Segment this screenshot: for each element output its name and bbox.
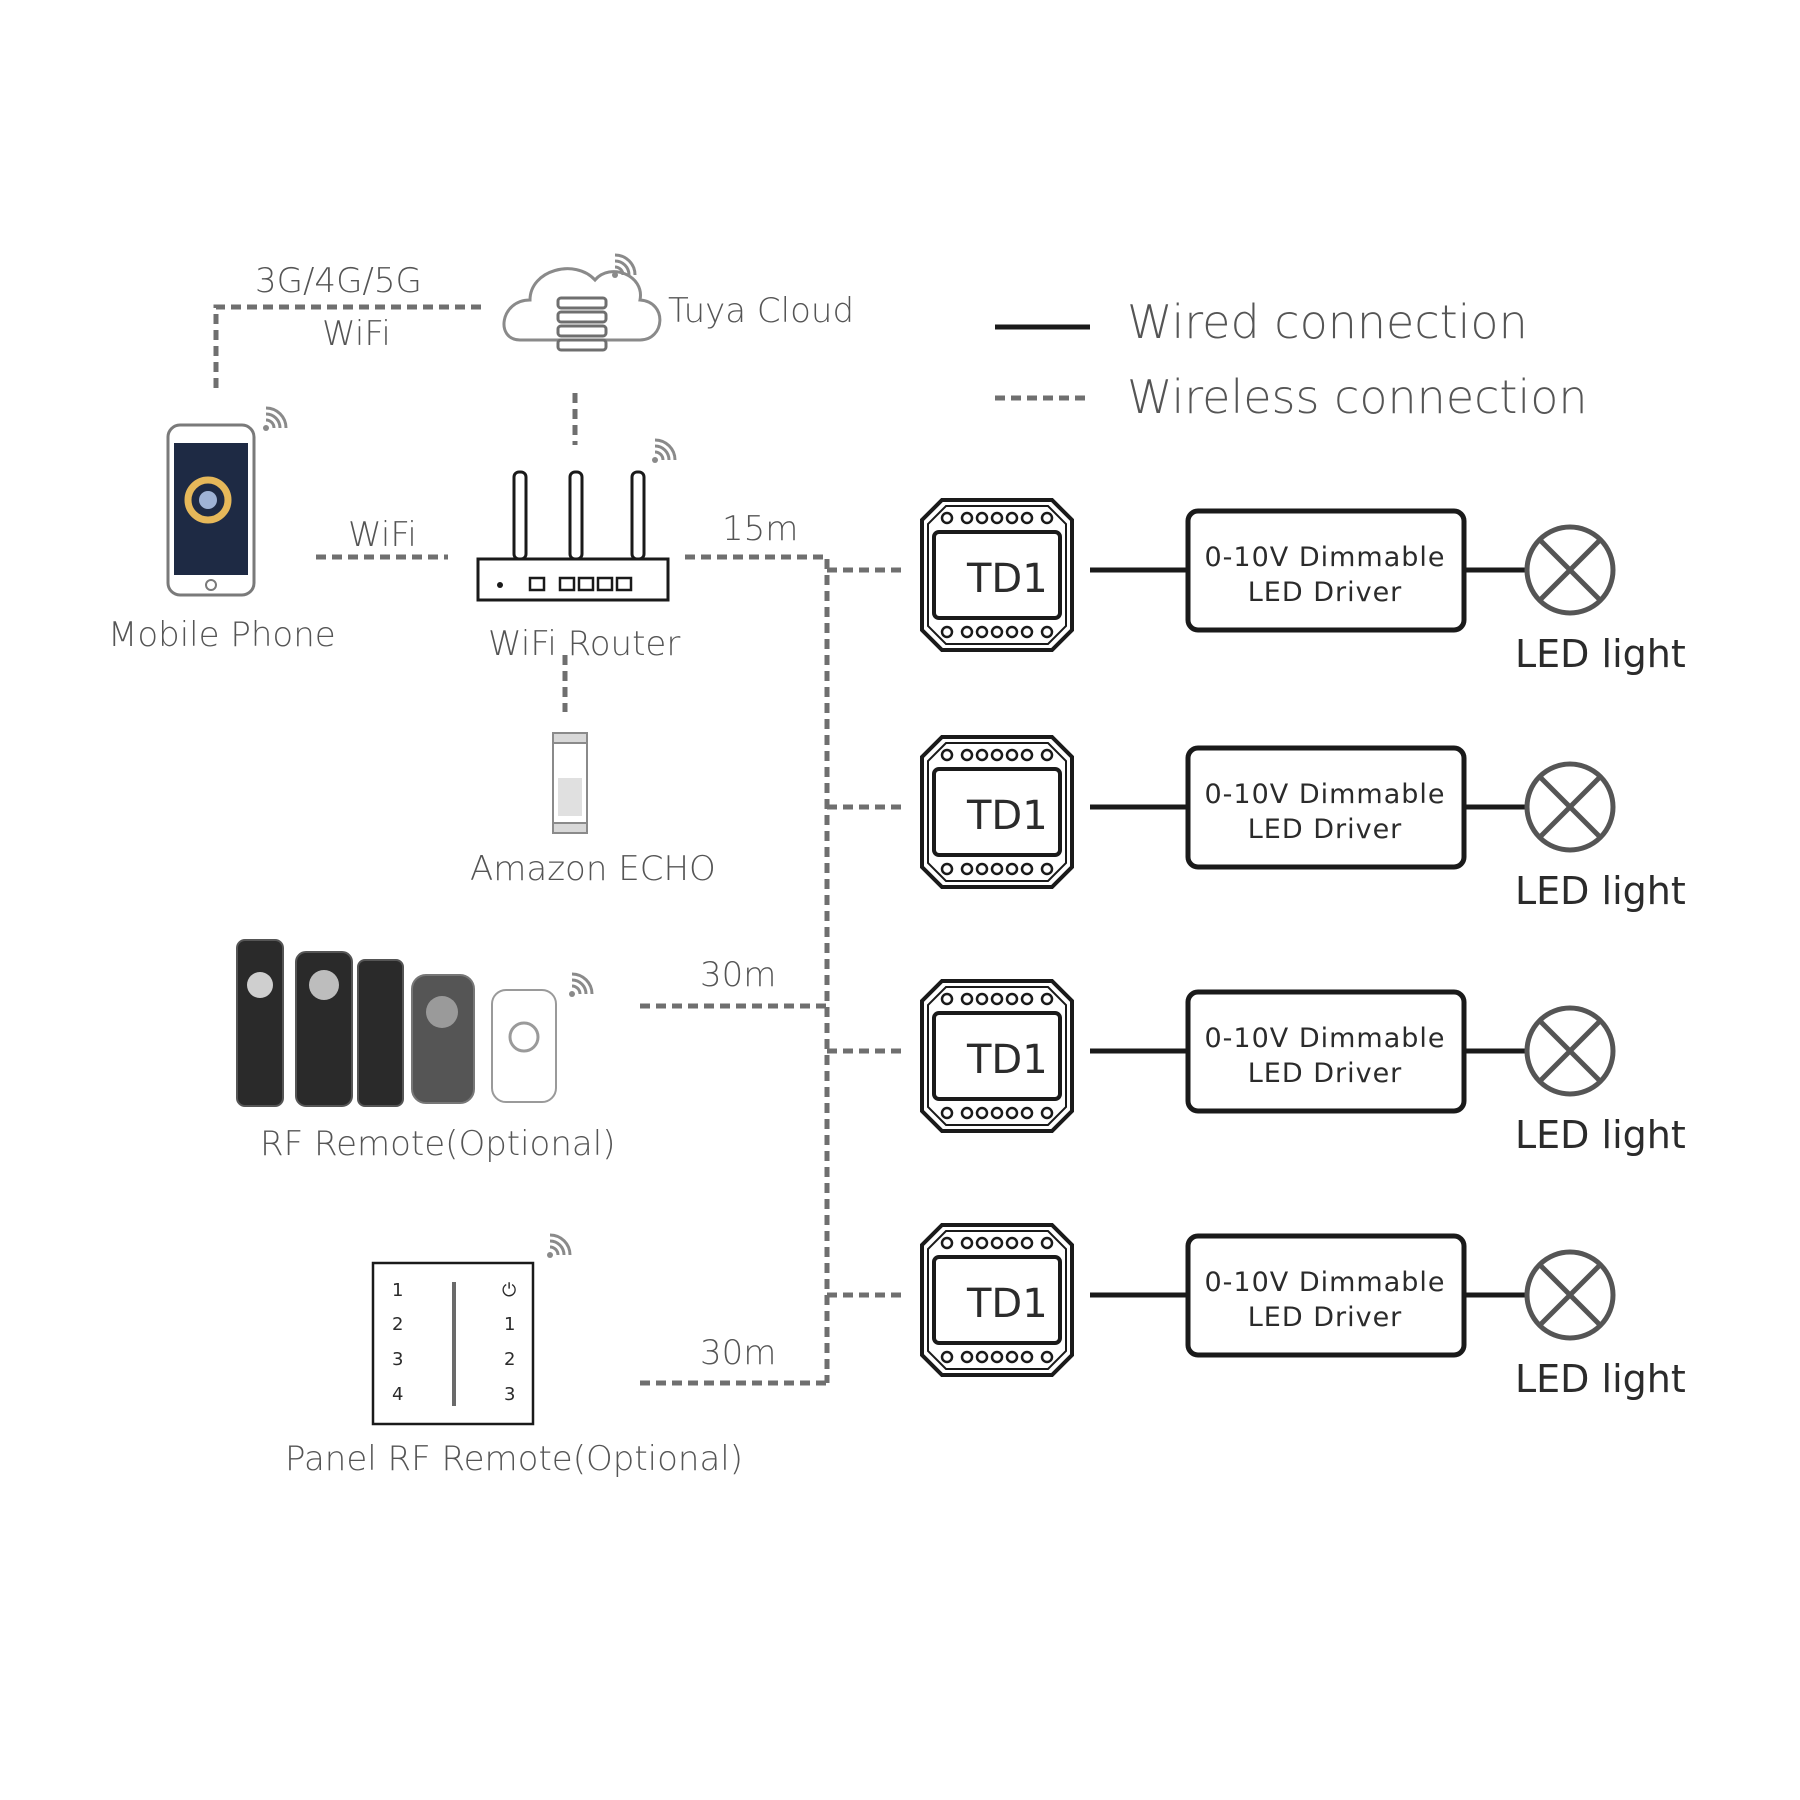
mobile-phone-label: Mobile Phone	[108, 615, 336, 655]
panel-right-keys: ⏻ 1 2 3	[502, 1280, 516, 1405]
led-light-label: LED light	[1515, 1113, 1686, 1157]
led-light-label: LED light	[1515, 869, 1686, 913]
led-driver-line2: LED Driver	[1248, 1302, 1403, 1333]
panel-remote-icon	[371, 1261, 535, 1426]
panel-key-right-2[interactable]: 2	[504, 1349, 515, 1370]
led-driver-line2: LED Driver	[1248, 814, 1403, 845]
router-bus-link	[685, 554, 830, 1383]
panel-key-right-1[interactable]: 1	[504, 1314, 515, 1335]
td1-label: TD1	[966, 1037, 1048, 1083]
panel-remote-label: Panel RF Remote(Optional)	[285, 1439, 743, 1479]
tuya-cloud-label: Tuya Cloud	[668, 291, 854, 331]
led-light-label: LED light	[1515, 1357, 1686, 1401]
led-driver-line2: LED Driver	[1248, 577, 1403, 608]
panel-key-left-1[interactable]: 1	[392, 1280, 403, 1301]
legend-wireless-label: Wireless connection	[1127, 370, 1588, 424]
led-driver-line2: LED Driver	[1248, 1058, 1403, 1089]
led-driver-line1: 0-10V Dimmable	[1204, 542, 1445, 573]
led-light-icon	[1524, 761, 1616, 853]
led-light-label: LED light	[1515, 632, 1686, 676]
channel-row-2: TD1 0-10V Dimmable LED Driver LED light	[920, 735, 1686, 913]
panel-key-left-4[interactable]: 4	[392, 1384, 403, 1405]
legend-wired-label: Wired connection	[1127, 295, 1528, 349]
cloud-icon	[502, 267, 662, 352]
led-light-icon	[1524, 1249, 1616, 1341]
phone-cloud-link	[213, 304, 482, 388]
rf-remote-icon	[236, 939, 557, 1107]
led-driver-line1: 0-10V Dimmable	[1204, 779, 1445, 810]
amazon-echo-label: Amazon ECHO	[470, 849, 716, 889]
channel-row-3: TD1 0-10V Dimmable LED Driver LED light	[920, 979, 1686, 1157]
router-distance-label: 15m	[722, 509, 798, 549]
panel-key-left-3[interactable]: 3	[392, 1349, 403, 1370]
led-driver-line1: 0-10V Dimmable	[1204, 1023, 1445, 1054]
channel-row-4: TD1 0-10V Dimmable LED Driver LED light	[920, 1223, 1686, 1401]
rf-remote-label: RF Remote(Optional)	[260, 1124, 615, 1164]
wireless-links	[213, 304, 905, 1386]
panel-key-right-3[interactable]: 3	[504, 1384, 515, 1405]
cellular-label: 3G/4G/5G	[255, 261, 422, 301]
wifi-router-icon	[476, 470, 670, 602]
router-wifi-icon	[650, 438, 677, 465]
wifi-router-label: WiFi Router	[488, 624, 680, 664]
td1-label: TD1	[966, 556, 1048, 602]
led-light-icon	[1524, 1005, 1616, 1097]
td1-label: TD1	[966, 793, 1048, 839]
led-driver-line1: 0-10V Dimmable	[1204, 1267, 1445, 1298]
rf-distance-label: 30m	[700, 955, 776, 995]
channel-row-1: TD1 0-10V Dimmable LED Driver LED light	[920, 498, 1686, 676]
phone-wifi-icon	[261, 406, 288, 433]
panel-power-key[interactable]: ⏻	[502, 1280, 516, 1301]
led-light-icon	[1524, 524, 1616, 616]
panel-distance-label: 30m	[700, 1333, 776, 1373]
amazon-echo-icon	[552, 732, 588, 834]
wifi-label-phone: WiFi	[348, 515, 417, 555]
mobile-phone-icon	[166, 423, 256, 597]
legend: Wired connection Wireless connection	[995, 295, 1588, 424]
cloud-wifi-icon	[610, 253, 637, 280]
panel-key-left-2[interactable]: 2	[392, 1314, 403, 1335]
panel-left-keys: 1 2 3 4	[392, 1280, 403, 1405]
panel-wifi-icon	[545, 1233, 572, 1260]
wifi-label-top: WiFi	[322, 314, 391, 354]
td1-label: TD1	[966, 1281, 1048, 1327]
rf-remote-wifi-icon	[567, 972, 594, 999]
